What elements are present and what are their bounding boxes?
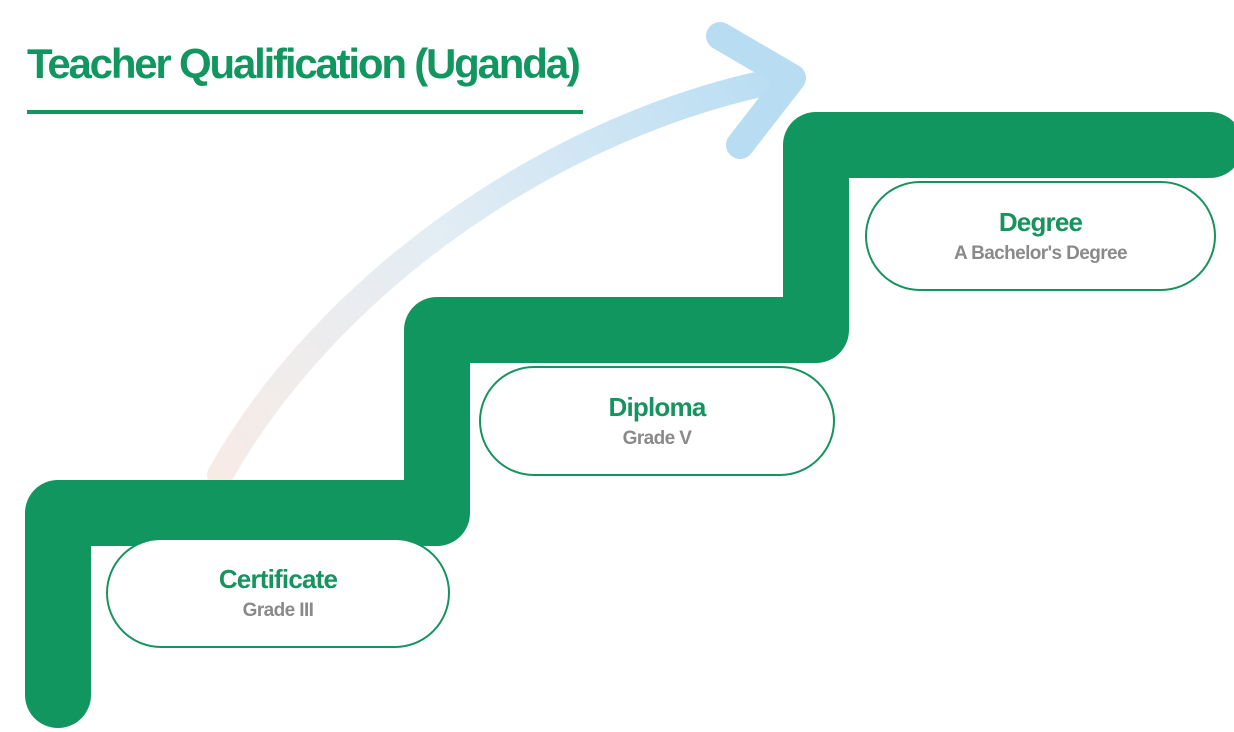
level-card-degree: Degree A Bachelor's Degree <box>865 181 1216 291</box>
growth-arrow-head <box>706 22 806 159</box>
level-card-certificate: Certificate Grade III <box>106 538 450 648</box>
page-title: Teacher Qualification (Uganda) <box>27 40 581 87</box>
growth-arrow-shaft <box>207 65 803 488</box>
level-name: Degree <box>998 207 1083 237</box>
growth-arrow <box>207 22 806 488</box>
staircase-path <box>25 112 1234 728</box>
level-grade: A Bachelor's Degree <box>954 243 1128 264</box>
level-grade: Grade V <box>622 428 692 449</box>
level-grade: Grade III <box>242 600 314 621</box>
level-card-diploma: Diploma Grade V <box>479 366 835 476</box>
level-name: Diploma <box>608 392 707 422</box>
title-underline <box>27 110 583 114</box>
level-name: Certificate <box>218 564 338 594</box>
